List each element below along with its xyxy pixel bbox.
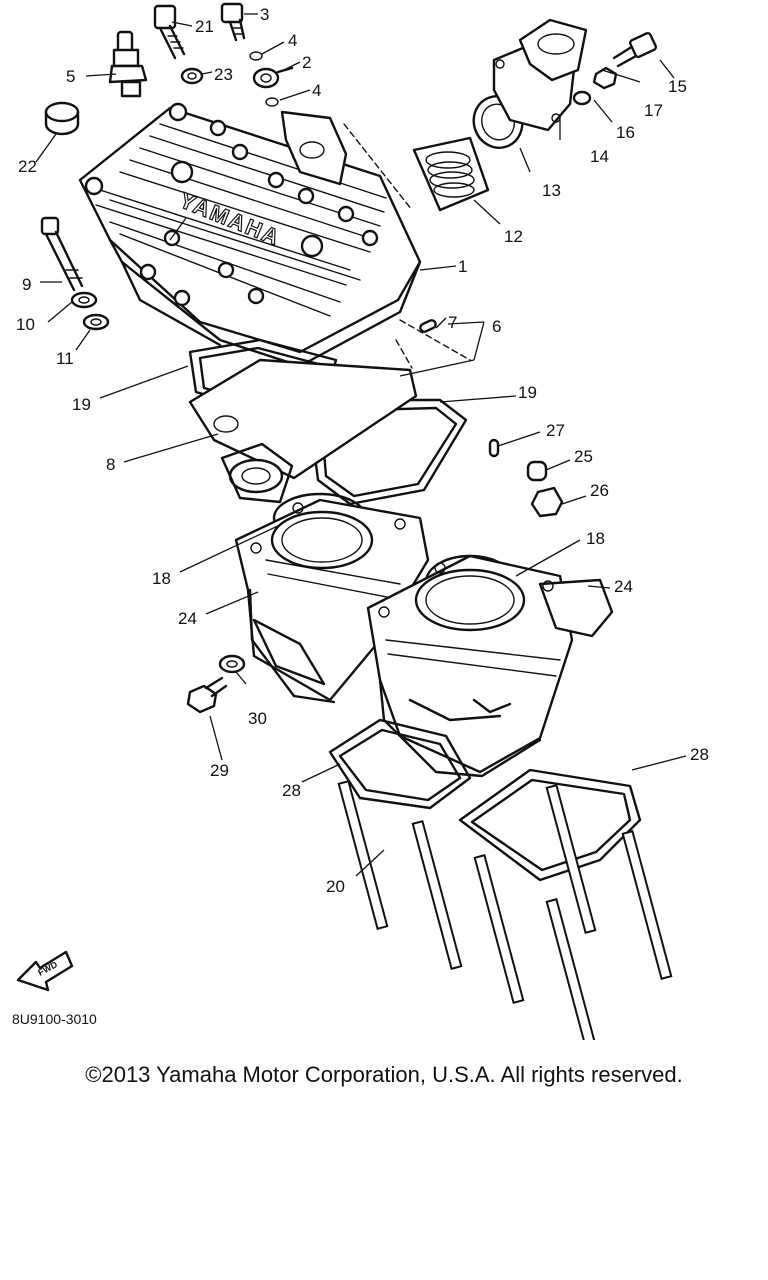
washer-16 xyxy=(572,90,592,106)
bolt-21 xyxy=(153,4,186,60)
plug-22 xyxy=(44,101,80,136)
callout-11: 11 xyxy=(56,349,74,368)
leader-lines xyxy=(35,13,687,877)
callout-25: 25 xyxy=(574,447,593,466)
bolt-29 xyxy=(186,676,228,714)
gasket-plate-8 xyxy=(188,358,418,504)
callout-21: 21 xyxy=(195,17,214,36)
washer-11 xyxy=(82,313,110,331)
callout-30: 30 xyxy=(248,709,267,728)
callout-26: 26 xyxy=(590,481,609,500)
cap-25 xyxy=(526,460,548,482)
diagram-code: 8U9100-3010 xyxy=(12,1011,97,1027)
nut-26 xyxy=(530,486,564,518)
studs-20 xyxy=(337,780,673,1040)
callout-24b: 24 xyxy=(614,577,633,596)
fwd-arrow-icon: FWD xyxy=(16,950,74,992)
callout-23: 23 xyxy=(214,65,233,84)
callout-22: 22 xyxy=(18,157,37,176)
callout-8: 8 xyxy=(106,455,115,474)
callout-3: 3 xyxy=(260,5,269,24)
callout-17: 17 xyxy=(644,101,663,120)
callout-14: 14 xyxy=(590,147,609,166)
dowel-pin-7 xyxy=(419,319,437,333)
callout-15: 15 xyxy=(668,77,687,96)
callout-7: 7 xyxy=(448,313,457,332)
spark-plug-5 xyxy=(108,30,148,98)
callout-28b: 28 xyxy=(690,745,709,764)
callout-13: 13 xyxy=(542,181,561,200)
callout-19b: 19 xyxy=(518,383,537,402)
callout-19a: 19 xyxy=(72,395,91,414)
base-gasket-28b xyxy=(458,768,642,882)
callout-6: 6 xyxy=(492,317,501,336)
washer-23 xyxy=(180,67,204,85)
union-bolt-2 xyxy=(252,66,294,89)
alignment-lines xyxy=(343,123,471,369)
cylinder-24b xyxy=(366,554,614,778)
callout-2: 2 xyxy=(302,53,311,72)
callout-18a: 18 xyxy=(152,569,171,588)
callout-1: 1 xyxy=(458,257,467,276)
washer-30 xyxy=(218,654,246,674)
o-ring-4a xyxy=(249,51,263,61)
pin-27 xyxy=(488,438,500,458)
callout-10: 10 xyxy=(16,315,35,334)
callout-5: 5 xyxy=(66,67,75,86)
callout-9: 9 xyxy=(22,275,31,294)
cylinder-head-1: YAMAHA xyxy=(78,102,422,368)
callout-20: 20 xyxy=(326,877,345,896)
callout-27: 27 xyxy=(546,421,565,440)
washer-10 xyxy=(70,291,98,309)
base-gasket-28a xyxy=(328,718,472,810)
o-ring-4b xyxy=(265,97,279,107)
thermostat-cover-14 xyxy=(492,18,588,132)
callout-18b: 18 xyxy=(586,529,605,548)
callout-24a: 24 xyxy=(178,609,197,628)
thermostat-12 xyxy=(412,136,490,212)
exploded-parts-diagram: YAMAHA xyxy=(12,2,709,1040)
callout-29: 29 xyxy=(210,761,229,780)
callout-4a: 4 xyxy=(288,31,297,50)
callout-12: 12 xyxy=(504,227,523,246)
cylinder-24a xyxy=(234,498,430,704)
bolt-3 xyxy=(220,2,246,42)
callout-28a: 28 xyxy=(282,781,301,800)
callout-16: 16 xyxy=(616,123,635,142)
bolt-15 xyxy=(612,31,657,68)
callout-4b: 4 xyxy=(312,81,321,100)
bolt-9 xyxy=(40,216,84,292)
copyright-notice: ©2013 Yamaha Motor Corporation, U.S.A. A… xyxy=(85,1062,683,1087)
